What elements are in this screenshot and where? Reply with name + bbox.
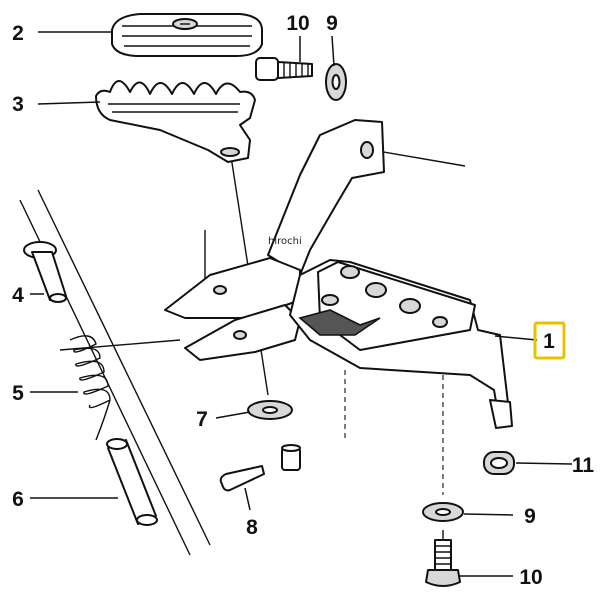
footrest-bracket [164, 119, 513, 429]
callout-3: 3 [12, 93, 24, 116]
highlight-box [533, 321, 566, 360]
callout-4: 4 [12, 284, 24, 307]
footrest-peg [95, 80, 256, 163]
sleeve [106, 438, 158, 526]
callout-5: 5 [12, 382, 24, 405]
callout-9-top: 9 [326, 12, 338, 35]
callout-labels: 1 2 3 4 5 6 7 8 9 10 9 10 11 [12, 12, 594, 589]
callout-7: 7 [196, 408, 208, 431]
callout-11: 11 [572, 454, 595, 477]
leader-lines [30, 31, 573, 577]
watermark: hirochi [268, 236, 302, 247]
callout-9-bottom: 9 [524, 505, 536, 528]
callout-10-bottom: 10 [519, 566, 542, 589]
return-spring [69, 335, 111, 441]
cotter-pin [219, 465, 265, 492]
footrest-rubber [111, 13, 263, 57]
callout-6: 6 [12, 488, 24, 511]
washer-top [325, 63, 347, 101]
callout-1: 1 [543, 330, 555, 353]
bolt-bottom [425, 539, 461, 587]
callout-10-top: 10 [286, 12, 309, 35]
bolt-top [255, 57, 313, 81]
washer [247, 400, 301, 471]
pivot-pin [23, 241, 67, 303]
rubber-bushing [483, 451, 515, 475]
callout-2: 2 [12, 22, 24, 45]
callout-8: 8 [246, 516, 258, 539]
washer-bottom [422, 502, 464, 522]
